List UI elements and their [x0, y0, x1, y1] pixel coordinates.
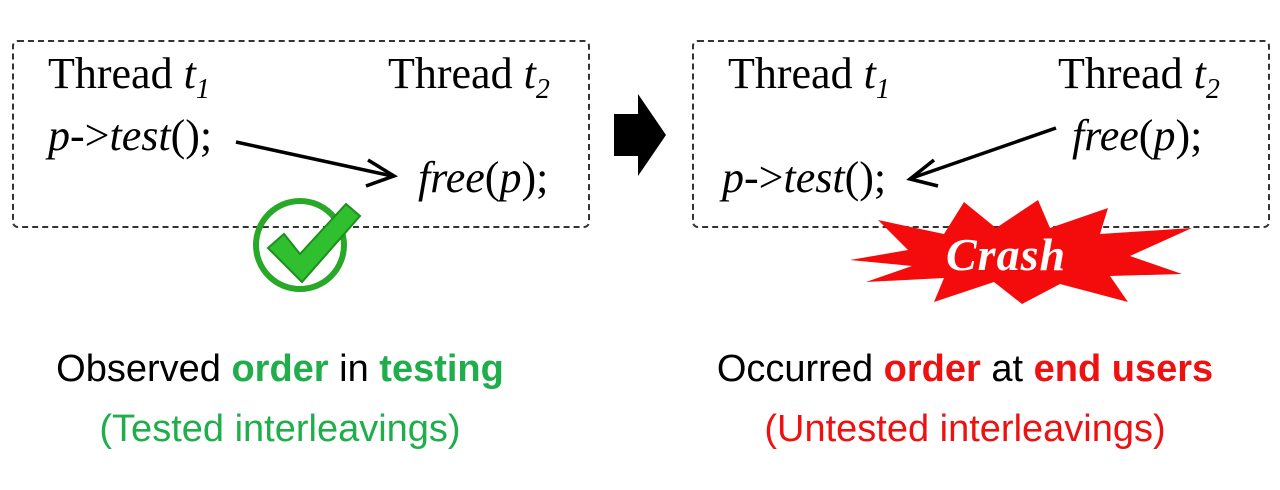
right-thread2-header: Thread t2	[1058, 48, 1220, 106]
caption-word: in	[339, 348, 369, 390]
caption-word: Observed	[56, 348, 221, 390]
code-rest: );	[521, 153, 549, 202]
code-var: p	[722, 153, 744, 202]
left-caption-line2: (Tested interleavings)	[99, 408, 461, 450]
thread-name: t	[183, 49, 196, 98]
code-fn: free	[1072, 111, 1139, 160]
thread-label: Thread	[1058, 49, 1183, 98]
caption-word-highlight: order	[883, 348, 981, 390]
thread-name: t	[1193, 49, 1206, 98]
code-paren: (	[484, 153, 500, 202]
left-caption-line1: Observed order in testing	[0, 348, 560, 391]
left-stmt-test: p->test();	[48, 110, 212, 161]
crash-burst-icon	[850, 200, 1192, 304]
thread-label: Thread	[48, 49, 173, 98]
transition-arrow-icon	[614, 94, 666, 176]
right-caption-line2: (Untested interleavings)	[764, 408, 1166, 450]
thread-label: Thread	[728, 49, 853, 98]
checkmark-icon	[253, 198, 362, 292]
code-fn: test	[109, 111, 171, 160]
caption-word: at	[991, 348, 1024, 390]
thread-subscript: 2	[535, 73, 550, 105]
right-thread1-header: Thread t1	[728, 48, 890, 106]
caption-word-highlight: end users	[1033, 348, 1214, 390]
code-rest: );	[1175, 111, 1203, 160]
code-rest: ();	[844, 153, 887, 202]
thread-subscript: 1	[195, 73, 210, 105]
caption-word: Occurred	[716, 348, 874, 390]
code-var: p	[499, 153, 522, 202]
caption-word-highlight: testing	[379, 348, 504, 390]
left-interleaving-box	[12, 40, 590, 228]
left-stmt-free: free(p);	[418, 152, 548, 203]
left-thread1-header: Thread t1	[48, 48, 210, 106]
code-fn: free	[418, 153, 485, 202]
code-op: ->	[70, 111, 110, 160]
crash-label: Crash	[946, 229, 1067, 280]
code-var: p	[1153, 111, 1176, 160]
thread-name: t	[523, 49, 536, 98]
right-caption-line1: Occurred order at end users	[660, 348, 1270, 391]
right-stmt-test: p->test();	[722, 152, 886, 203]
thread-subscript: 2	[1205, 73, 1220, 105]
code-var: p	[48, 111, 70, 160]
left-thread2-header: Thread t2	[388, 48, 550, 106]
right-stmt-free: free(p);	[1072, 110, 1202, 161]
thread-name: t	[863, 49, 876, 98]
thread-label: Thread	[388, 49, 513, 98]
code-paren: (	[1138, 111, 1154, 160]
thread-subscript: 1	[875, 73, 890, 105]
code-rest: ();	[170, 111, 213, 160]
code-fn: test	[783, 153, 845, 202]
caption-word-highlight: order	[231, 348, 329, 390]
code-op: ->	[744, 153, 784, 202]
